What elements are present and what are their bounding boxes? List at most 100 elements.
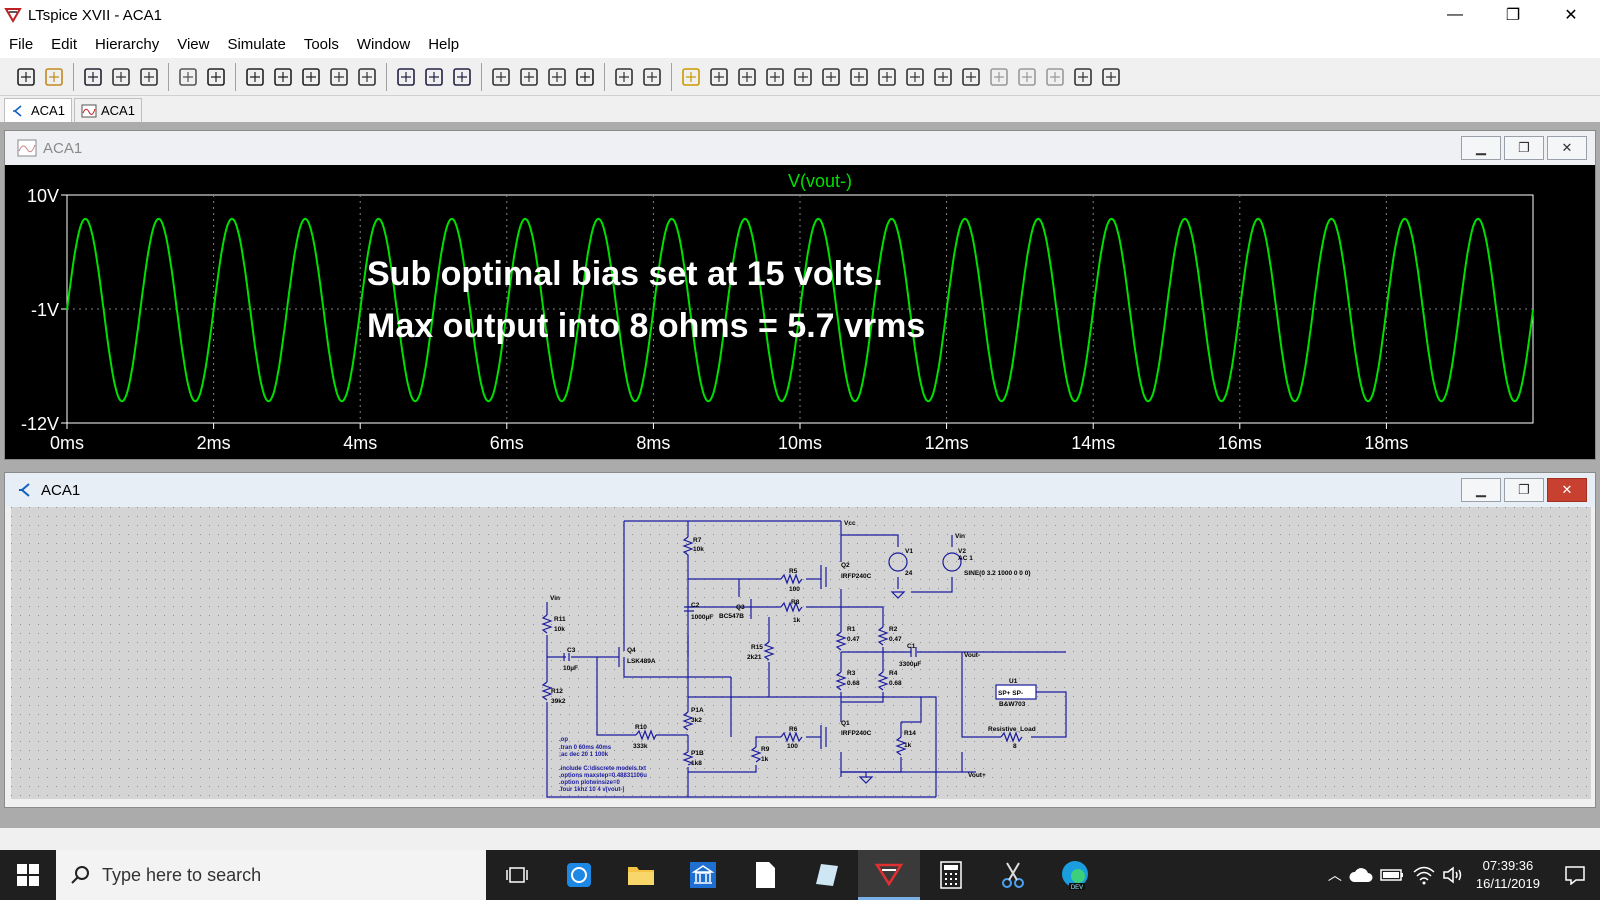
waveform-close-button[interactable]: ✕: [1547, 136, 1587, 160]
menu-help[interactable]: Help: [428, 35, 460, 53]
start-button[interactable]: [0, 850, 56, 900]
undo-icon[interactable]: [957, 63, 985, 91]
redo-icon[interactable]: [985, 63, 1013, 91]
open-icon[interactable]: [40, 63, 68, 91]
taskbar-bank-app[interactable]: [672, 850, 734, 900]
directive-option[interactable]: .option plotwinsize=0: [559, 780, 620, 786]
waveform-restore-button[interactable]: ❐: [1504, 136, 1544, 160]
menu-tools[interactable]: Tools: [303, 35, 339, 53]
net-label-vin: Vin: [955, 533, 965, 540]
view-netlist-icon[interactable]: [353, 63, 381, 91]
taskbar-notes-app[interactable]: [796, 850, 858, 900]
maximize-button[interactable]: ❐: [1505, 7, 1521, 24]
rotate-icon[interactable]: [1013, 63, 1041, 91]
q1-label: Q1: [841, 720, 850, 727]
label-net-icon[interactable]: [733, 63, 761, 91]
schematic-canvas[interactable]: Vcc Vin Vin Vout- Vout+ R7 10k R5 100 Q2…: [11, 507, 1591, 799]
waveform-minimize-button[interactable]: ▁: [1461, 136, 1501, 160]
ground-icon[interactable]: [705, 63, 733, 91]
schematic-minimize-button[interactable]: ▁: [1461, 478, 1501, 502]
text-icon[interactable]: [1069, 63, 1097, 91]
menu-hierarchy[interactable]: Hierarchy: [95, 35, 160, 53]
copy-icon[interactable]: [515, 63, 543, 91]
r15-value: 2k21: [747, 654, 762, 661]
zoom-out-icon[interactable]: [269, 63, 297, 91]
print-icon[interactable]: [638, 63, 666, 91]
print-setup-icon[interactable]: [610, 63, 638, 91]
save-icon[interactable]: [79, 63, 107, 91]
capacitor-icon[interactable]: [789, 63, 817, 91]
menu-bar: File Edit Hierarchy View Simulate Tools …: [0, 30, 1600, 58]
c1-label: C1: [907, 643, 916, 650]
zoom-in-icon[interactable]: [202, 63, 230, 91]
diode-icon[interactable]: [845, 63, 873, 91]
schematic-window: ACA1 ▁ ❐ ✕: [4, 472, 1596, 808]
mirror-icon[interactable]: [1041, 63, 1069, 91]
directive-options[interactable]: .options maxstep=0.48831106u: [559, 773, 647, 779]
taskbar-snipping-tool[interactable]: [982, 850, 1044, 900]
zoom-cancel-icon[interactable]: [297, 63, 325, 91]
tab-schematic[interactable]: ACA1: [4, 98, 72, 122]
waveform-window-titlebar[interactable]: ACA1 ▁ ❐ ✕: [5, 131, 1595, 165]
chevron-up-icon[interactable]: ︿: [1327, 867, 1342, 883]
tile-horizontal-icon[interactable]: [392, 63, 420, 91]
tab-waveform[interactable]: ACA1: [73, 98, 142, 122]
menu-view[interactable]: View: [177, 35, 210, 53]
menu-window[interactable]: Window: [356, 35, 411, 53]
v1-label: V1: [905, 548, 913, 555]
volume-icon[interactable]: [1442, 865, 1466, 885]
trace-label[interactable]: V(vout-): [788, 171, 852, 191]
p1a-value: 3k2: [691, 717, 702, 724]
spice-directive-icon[interactable]: [1097, 63, 1125, 91]
action-center-button[interactable]: [1550, 850, 1600, 900]
cut-icon[interactable]: [487, 63, 515, 91]
directive-op[interactable]: .op: [559, 737, 568, 743]
control-panel-icon[interactable]: [107, 63, 135, 91]
taskbar-sync-app[interactable]: [548, 850, 610, 900]
directive-tran[interactable]: .tran 0 60ms 40ms: [559, 745, 612, 751]
taskbar-file-explorer[interactable]: [610, 850, 672, 900]
cascade-icon[interactable]: [448, 63, 476, 91]
halt-icon[interactable]: [135, 63, 163, 91]
zoom-box-icon[interactable]: [241, 63, 269, 91]
wifi-icon[interactable]: [1412, 865, 1436, 885]
close-button[interactable]: ✕: [1564, 7, 1578, 24]
resistor-icon[interactable]: [761, 63, 789, 91]
taskbar-search[interactable]: Type here to search: [56, 850, 486, 900]
battery-icon[interactable]: [1380, 867, 1406, 883]
paste-icon[interactable]: [543, 63, 571, 91]
drag-icon[interactable]: [929, 63, 957, 91]
find-icon[interactable]: [571, 63, 599, 91]
taskbar-document-app[interactable]: [734, 850, 796, 900]
menu-file[interactable]: File: [9, 35, 34, 53]
q2-value: IRFP240C: [841, 573, 872, 580]
schematic-close-button[interactable]: ✕: [1547, 478, 1587, 502]
directive-ac[interactable]: ;ac dec 20 1 100k: [559, 752, 609, 758]
run-icon[interactable]: [12, 63, 40, 91]
inductor-icon[interactable]: [817, 63, 845, 91]
clock[interactable]: 07:39:36 16/11/2019: [1466, 857, 1550, 893]
menu-simulate[interactable]: Simulate: [227, 35, 286, 53]
task-view-button[interactable]: [486, 850, 548, 900]
directive-include[interactable]: .include C:\discrete models.txt: [559, 766, 646, 772]
schematic-restore-button[interactable]: ❐: [1504, 478, 1544, 502]
v2-ac: AC 1: [958, 555, 973, 562]
wire-icon[interactable]: [677, 63, 705, 91]
minimize-button[interactable]: —: [1447, 6, 1463, 23]
taskbar-edge-dev[interactable]: DEV: [1044, 850, 1106, 900]
autorange-icon[interactable]: [325, 63, 353, 91]
directive-four[interactable]: .four 1khz 10 4 v(vout-): [559, 787, 624, 793]
schematic-window-titlebar[interactable]: ACA1 ▁ ❐ ✕: [5, 473, 1595, 507]
move-icon[interactable]: [901, 63, 929, 91]
tile-vertical-icon[interactable]: [420, 63, 448, 91]
component-icon[interactable]: [873, 63, 901, 91]
pan-icon[interactable]: [174, 63, 202, 91]
r3-value: 0.68: [847, 680, 860, 687]
q1-value: IRFP240C: [841, 730, 872, 737]
menu-edit[interactable]: Edit: [51, 35, 78, 53]
schematic-window-title: ACA1: [41, 481, 81, 499]
taskbar-ltspice[interactable]: [858, 850, 920, 900]
cloud-icon[interactable]: [1348, 866, 1374, 884]
taskbar-calculator[interactable]: [920, 850, 982, 900]
